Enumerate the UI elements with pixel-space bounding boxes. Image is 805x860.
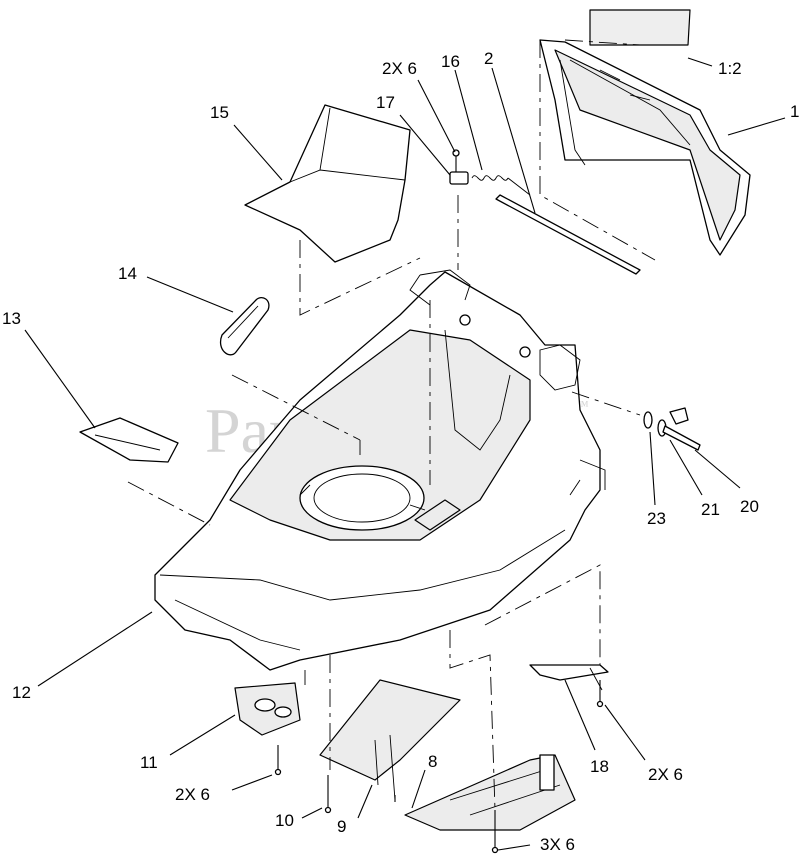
callout-20: 20 — [740, 497, 759, 516]
part-front-decal — [79, 417, 179, 463]
callout-21: 21 — [701, 500, 720, 519]
part-bolt-hardware — [643, 407, 701, 451]
callout-17: 17 — [376, 93, 395, 112]
callout-15: 15 — [210, 103, 229, 122]
callout-2x6-top: 2X 6 — [382, 59, 417, 78]
callout-1-2: 1:2 — [718, 59, 742, 78]
part-rear-guard — [539, 39, 751, 261]
part-seal — [219, 296, 270, 356]
callout-3x6: 3X 6 — [540, 835, 575, 854]
callout-13: 13 — [2, 309, 21, 328]
callout-16: 16 — [441, 52, 460, 71]
part-bracket-17 — [449, 149, 469, 185]
part-plate-8 — [404, 754, 576, 831]
part-rod — [495, 194, 641, 275]
alignment-lines — [127, 195, 641, 811]
callout-2: 2 — [484, 49, 493, 68]
callout-11: 11 — [140, 753, 158, 772]
part-baffle-9 — [319, 679, 461, 801]
part-bracket-18 — [529, 664, 609, 691]
part-spring — [471, 175, 531, 196]
callout-10: 10 — [275, 811, 294, 830]
callout-2x6-right: 2X 6 — [648, 765, 683, 784]
part-rear-decal — [589, 9, 691, 46]
callout-9: 9 — [337, 817, 346, 836]
leader-lines — [24, 57, 786, 851]
callout-labels: 1 1:2 2 2X 6 16 17 15 14 13 12 11 2X 6 1… — [2, 49, 799, 854]
callout-23: 23 — [647, 509, 666, 528]
screws — [274, 680, 604, 854]
part-mower-deck — [154, 269, 606, 671]
part-chute-deflector — [244, 104, 411, 263]
callout-14: 14 — [118, 264, 137, 283]
callout-18: 18 — [590, 757, 609, 776]
callout-12: 12 — [12, 683, 31, 702]
callout-2x6-left: 2X 6 — [175, 785, 210, 804]
callout-1: 1 — [790, 102, 799, 121]
callout-8: 8 — [428, 752, 437, 771]
part-baffle-11 — [234, 682, 301, 736]
